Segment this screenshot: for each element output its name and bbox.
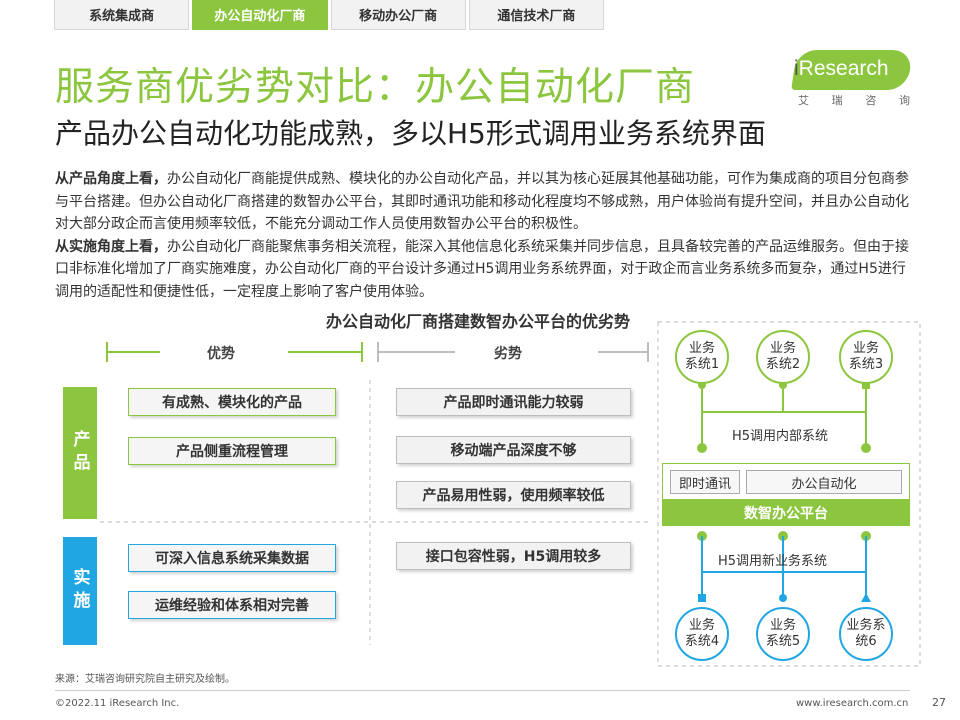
platform-name: 数智办公平台 bbox=[662, 499, 910, 526]
website-link[interactable]: www.iresearch.com.cn bbox=[796, 698, 909, 709]
h5-new-label: H5调用新业务系统 bbox=[718, 554, 828, 569]
impl-advantage-2: 运维经验和体系相对完善 bbox=[128, 591, 336, 619]
product-advantage-2: 产品侧重流程管理 bbox=[128, 437, 336, 465]
platform-module-im: 即时通讯 bbox=[670, 470, 740, 494]
tab-office-automation[interactable]: 办公自动化厂商 bbox=[192, 0, 328, 30]
paragraph-product: 从产品角度上看，办公自动化厂商能提供成熟、模块化的办公自动化产品，并以其为核心延… bbox=[55, 171, 909, 232]
product-disadvantage-2: 移动端产品深度不够 bbox=[396, 436, 631, 464]
copyright: ©2022.11 iResearch Inc. bbox=[55, 698, 180, 709]
impl-advantage-1: 可深入信息系统采集数据 bbox=[128, 544, 336, 572]
product-disadvantage-3: 产品易用性弱，使用频率较低 bbox=[396, 481, 631, 509]
business-system-node-4: 业务系统4 bbox=[675, 607, 729, 661]
tab-communication-tech[interactable]: 通信技术厂商 bbox=[468, 0, 604, 30]
tab-mobile-office[interactable]: 移动办公厂商 bbox=[330, 0, 466, 30]
business-system-node-6: 业务系统6 bbox=[839, 607, 893, 661]
business-system-node-1: 业务系统1 bbox=[675, 330, 729, 384]
business-system-node-3: 业务系统3 bbox=[839, 330, 893, 384]
source-note: 来源：艾瑞咨询研究院自主研究及绘制。 bbox=[55, 674, 235, 685]
row-label-implementation: 实施 bbox=[63, 537, 97, 645]
logo-chinese: 艾瑞咨询 bbox=[798, 94, 910, 107]
paragraph-implementation: 从实施角度上看，办公自动化厂商能聚焦事务相关流程，能深入其他信息化系统采集并同步… bbox=[55, 238, 909, 300]
tab-system-integrator[interactable]: 系统集成商 bbox=[54, 0, 190, 30]
platform-module-oa: 办公自动化 bbox=[746, 470, 902, 494]
h5-internal-label: H5调用内部系统 bbox=[732, 429, 829, 444]
disadvantage-header: 劣势 bbox=[494, 346, 522, 362]
body-text: 从产品角度上看，办公自动化厂商能提供成熟、模块化的办公自动化产品，并以其为核心延… bbox=[55, 168, 910, 303]
page-number: 27 bbox=[932, 696, 946, 709]
business-system-node-5: 业务系统5 bbox=[756, 607, 810, 661]
diagram-title: 办公自动化厂商搭建数智办公平台的优劣势 bbox=[325, 312, 630, 331]
category-tabs: 系统集成商 办公自动化厂商 移动办公厂商 通信技术厂商 bbox=[54, 0, 604, 30]
impl-disadvantage-1: 接口包容性弱，H5调用较多 bbox=[396, 542, 631, 570]
advantage-header: 优势 bbox=[207, 346, 235, 362]
iresearch-logo: iResearch 艾瑞咨询 bbox=[784, 50, 913, 110]
footer-divider bbox=[55, 690, 910, 691]
logo-wordmark: iResearch bbox=[794, 57, 889, 80]
product-disadvantage-1: 产品即时通讯能力较弱 bbox=[396, 388, 631, 416]
row-label-product: 产品 bbox=[63, 387, 97, 519]
page-title: 服务商优劣势对比：办公自动化厂商 bbox=[55, 65, 696, 110]
page-subtitle: 产品办公自动化功能成熟，多以H5形式调用业务系统界面 bbox=[55, 117, 766, 150]
product-advantage-1: 有成熟、模块化的产品 bbox=[128, 388, 336, 416]
business-system-node-2: 业务系统2 bbox=[756, 330, 810, 384]
